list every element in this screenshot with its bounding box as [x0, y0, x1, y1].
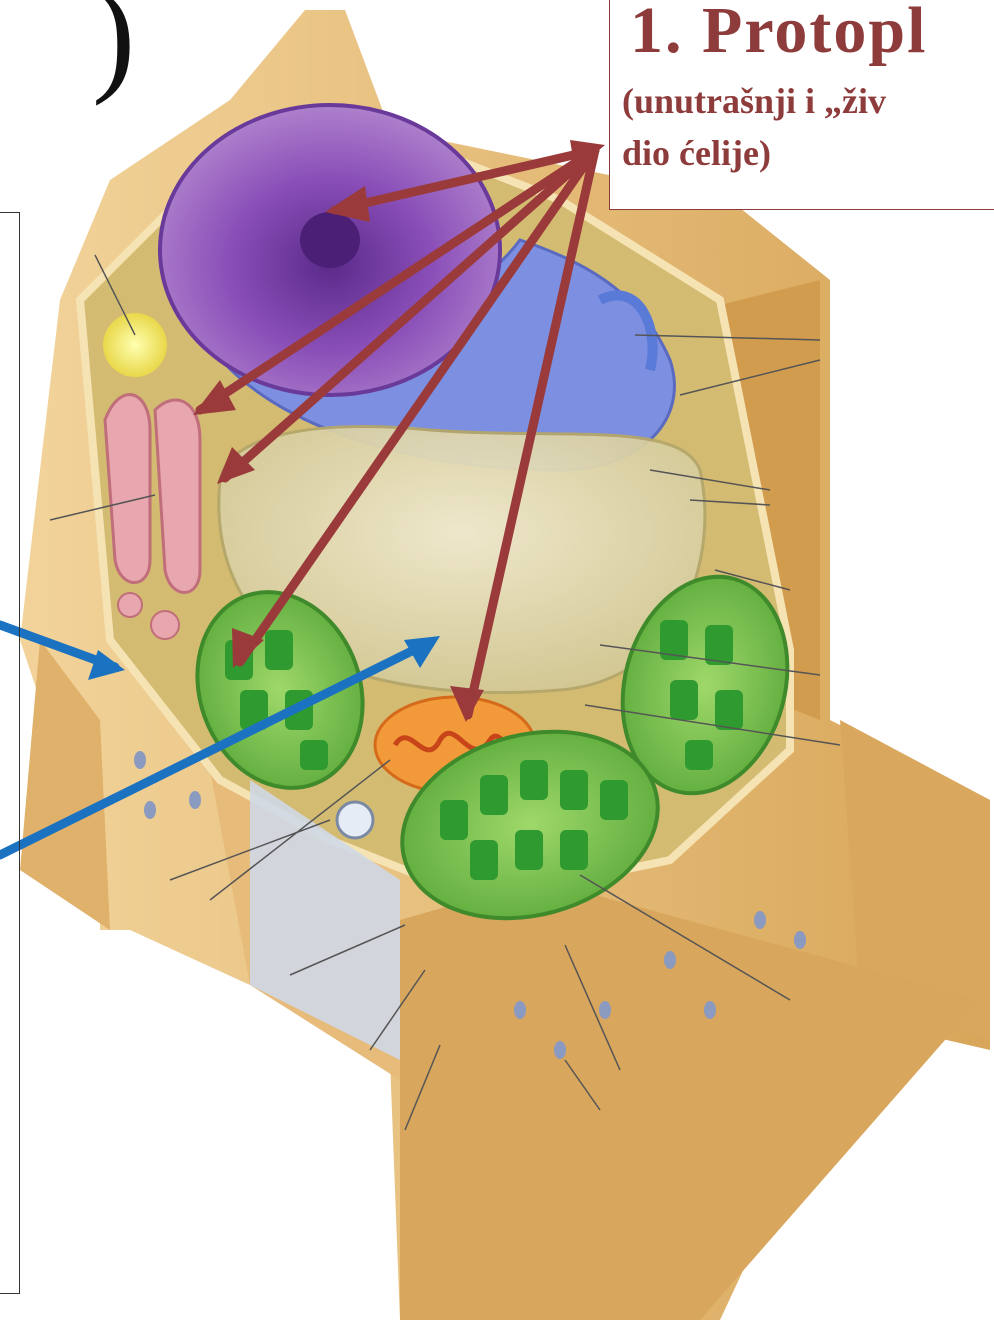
nucleolus — [300, 212, 360, 268]
protoplast-label-box: 1. Protopl (unutrašnji i „živ dio ćelije… — [609, 0, 994, 210]
centrosome — [103, 313, 167, 377]
label-subtitle-line2: dio ćelije) — [622, 127, 886, 179]
left-text-panel-edge — [0, 212, 20, 1294]
label-subtitle: (unutrašnji i „živ dio ćelije) — [622, 75, 886, 179]
peroxisome — [337, 802, 373, 838]
label-subtitle-line1: (unutrašnji i „živ — [622, 75, 886, 127]
corner-glyph: ) — [92, 0, 135, 110]
label-title: 1. Protopl — [630, 0, 927, 69]
